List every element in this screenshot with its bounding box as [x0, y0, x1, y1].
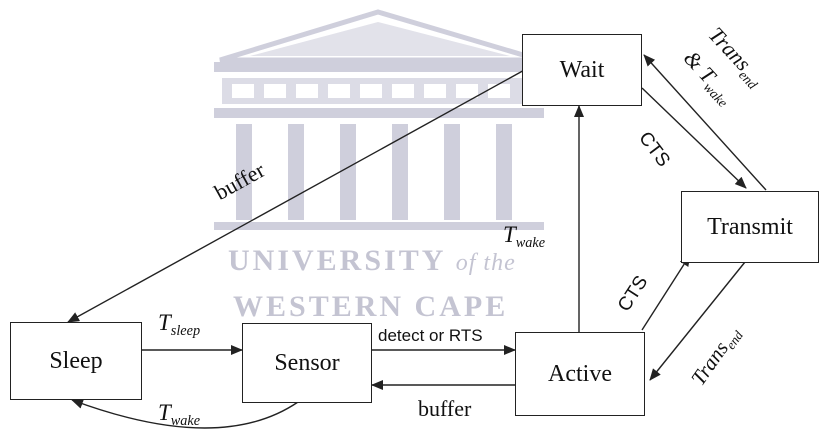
label-sensor-to-sleep: Twake — [158, 400, 201, 429]
label-sleep-to-sensor: Tsleep — [158, 310, 201, 339]
state-active: Active — [515, 332, 645, 416]
state-sleep: Sleep — [10, 322, 142, 400]
arrow-wait-to-sleep — [67, 67, 529, 323]
watermark-line1: UNIVERSITY of the — [228, 244, 516, 277]
label-active-to-wait: Twake — [503, 222, 546, 251]
arrow-transmit-to-active — [649, 261, 746, 381]
state-transmit: Transmit — [681, 191, 819, 263]
state-sensor: Sensor — [242, 323, 372, 403]
state-wait: Wait — [522, 34, 642, 106]
label-active-to-sensor: buffer — [418, 396, 472, 421]
arrow-wait-to-transmit — [641, 87, 747, 189]
arrow-sensor-to-sleep — [71, 399, 299, 429]
label-sensor-to-active: detect or RTS — [378, 326, 483, 345]
arrow-active-to-transmit — [641, 254, 691, 331]
watermark-of-the: of the — [455, 250, 516, 276]
watermark-line2: WESTERN CAPE — [233, 290, 509, 323]
arrow-transmit-to-wait — [643, 54, 767, 191]
